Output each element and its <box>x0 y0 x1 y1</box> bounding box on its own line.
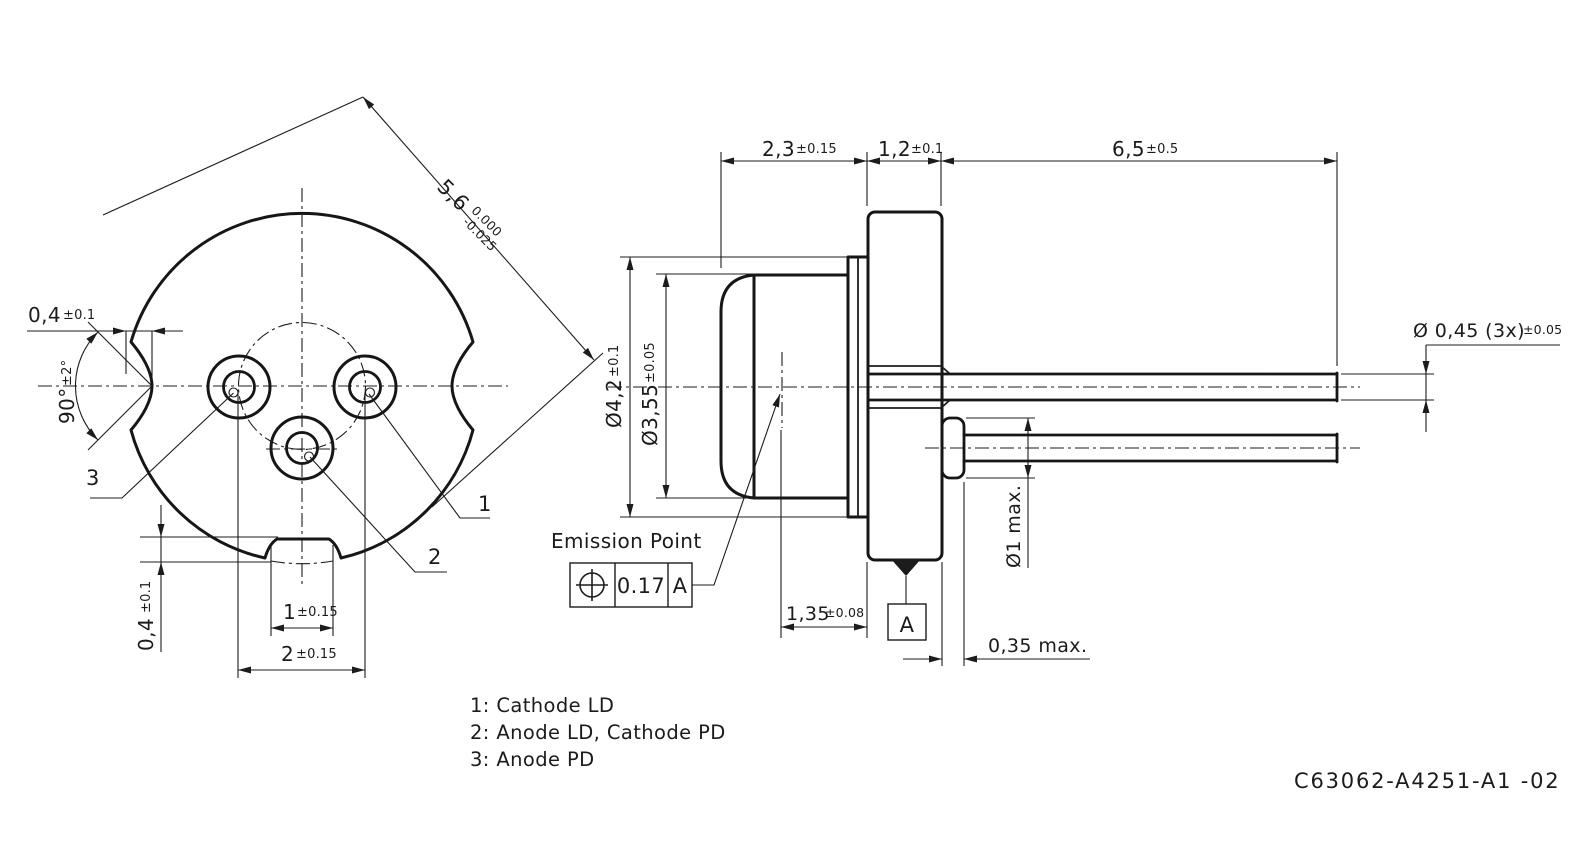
emission-leader <box>692 393 781 586</box>
pin-label-2: 2 <box>428 545 442 569</box>
pin-2-mark <box>303 451 315 462</box>
notch-angle-value: 90° <box>55 387 79 424</box>
pin-2 <box>269 415 335 481</box>
legend-line-1: 1: Cathode LD <box>470 694 614 717</box>
can-outline <box>129 211 475 560</box>
pin-label-3: 3 <box>86 466 100 490</box>
glass-bead <box>940 416 966 480</box>
upper-lead <box>867 371 1339 403</box>
dim-flange-diameter <box>620 256 850 518</box>
part-number: C63062-A4251-A1 -02 <box>1294 769 1560 793</box>
pin-spacing-tolerance: ±0.15 <box>296 647 337 662</box>
flange-diameter-value: Ø4,2 <box>602 379 626 428</box>
can-diameter-value: 5,6 <box>432 175 473 216</box>
dim-bead-diameter <box>966 417 1035 568</box>
lead-diameter-tolerance: ±0.05 <box>1523 322 1562 337</box>
cap-length-value: 2,3 <box>762 137 795 161</box>
notch-depth-tolerance: ±0.1 <box>63 308 95 323</box>
legend-line-2: 2: Anode LD, Cathode PD <box>470 721 726 744</box>
lower-lead <box>962 432 1339 464</box>
feature-control-frame: 0.17 A <box>569 393 781 608</box>
bead-protrusion-label: 0,35 max. <box>988 635 1087 657</box>
emission-offset-tolerance: ±0.08 <box>825 605 864 620</box>
side-centerlines <box>608 352 1360 449</box>
pin-3 <box>206 354 272 420</box>
front-view: 0,4 ±0.1 90° ±2° 5,6 0.000 -0.025 0,4 ±0… <box>27 96 604 678</box>
dim-top-row <box>720 152 1338 366</box>
emission-point-label: Emission Point <box>551 529 702 553</box>
header-thickness-value: 1,2 <box>878 137 911 161</box>
datum-label: A <box>900 613 915 637</box>
flange-diameter-tolerance: ±0.1 <box>607 345 622 377</box>
dim-lead-diameter <box>1341 344 1560 432</box>
pin-spacing-value: 2 <box>281 642 294 666</box>
emission-offset-value: 1,35 <box>786 603 830 625</box>
cap-length-tolerance: ±0.15 <box>796 142 837 157</box>
legend-line-3: 3: Anode PD <box>470 748 595 771</box>
cap-diameter-value: Ø3,55 <box>638 384 662 446</box>
lead-length-value: 6,5 <box>1112 137 1145 161</box>
fcf-datum: A <box>673 574 688 598</box>
tab-depth-value: 0,4 <box>134 618 158 651</box>
dim-cap-diameter <box>656 273 756 499</box>
pin-legend: 1: Cathode LD 2: Anode LD, Cathode PD 3:… <box>470 694 726 771</box>
notch-depth-value: 0,4 <box>28 303 61 327</box>
lead-diameter-value: Ø 0,45 (3x) <box>1413 320 1525 342</box>
datum-box <box>887 603 927 641</box>
dim-bead-protrusion <box>903 482 1090 666</box>
header-outline <box>866 210 944 562</box>
dim-tab <box>140 392 366 678</box>
pin-circle-centerline <box>237 321 367 451</box>
side-view: 2,3 ±0.15 1,2 ±0.1 6,5 ±0.5 Ø4,2 ±0.1 Ø3… <box>551 137 1562 666</box>
tab-depth-tolerance: ±0.1 <box>139 581 154 613</box>
tab-width-value: 1 <box>283 600 296 624</box>
dim-emission-offset <box>780 430 868 638</box>
cap-diameter-tolerance: ±0.05 <box>643 342 658 383</box>
bead-diameter-label: Ø1 max. <box>1003 485 1025 568</box>
notch-angle-tolerance: ±2° <box>60 360 75 386</box>
dim-notch-angle <box>75 321 153 451</box>
pin-leaders <box>90 392 490 573</box>
dim-notch-depth <box>27 327 183 383</box>
dim-can-diameter <box>102 96 604 508</box>
datum-a: A <box>887 559 927 641</box>
lead-length-tolerance: ±0.5 <box>1146 142 1178 157</box>
can-bottom-hidden-arc <box>270 560 334 565</box>
pin-label-1: 1 <box>478 492 492 516</box>
fcf-tolerance: 0.17 <box>617 574 665 598</box>
cap-outline <box>719 273 850 500</box>
tab-width-tolerance: ±0.15 <box>297 605 338 620</box>
header-thickness-tolerance: ±0.1 <box>911 142 943 157</box>
front-centerlines <box>38 188 508 588</box>
position-tolerance-icon <box>576 569 608 601</box>
datum-triangle <box>891 559 921 576</box>
